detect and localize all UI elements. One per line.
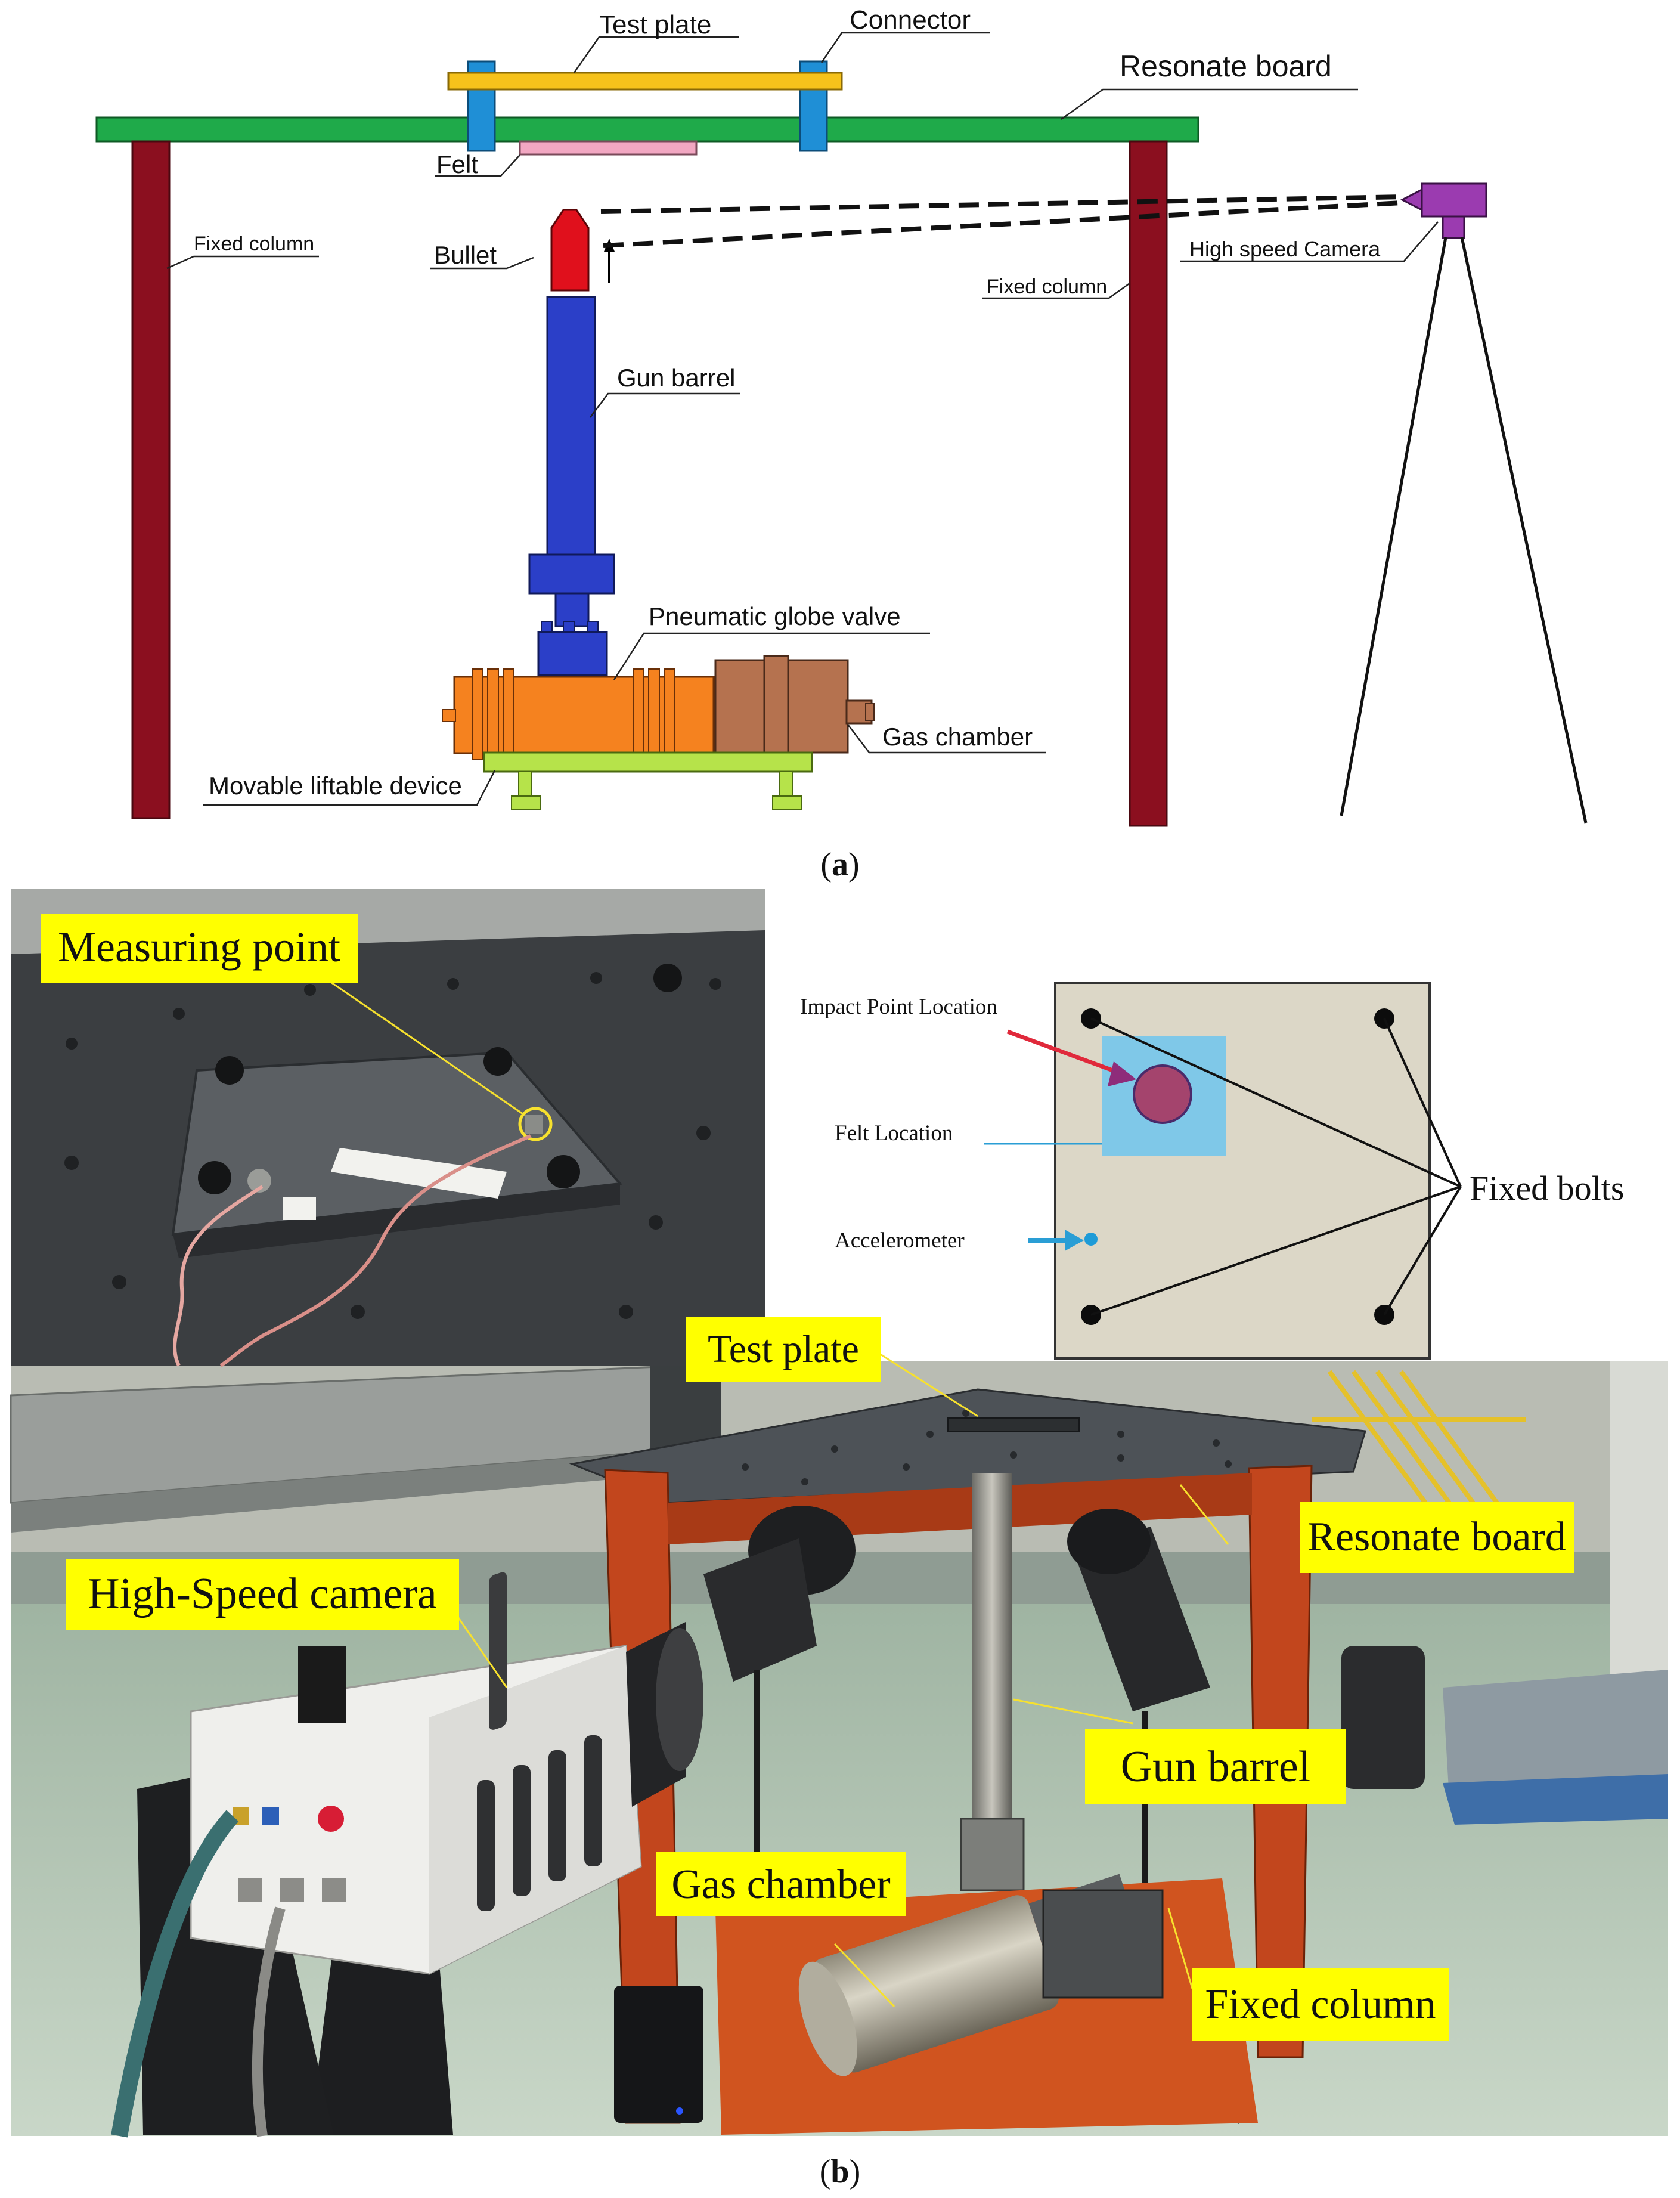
svg-text:High-Speed camera: High-Speed camera [88, 1569, 437, 1618]
label-fixed-column-left: Fixed column [194, 233, 314, 255]
label-fixed-bolts: Fixed bolts [1470, 1169, 1624, 1208]
measuring-point-photo [11, 889, 765, 1367]
test-plate-shape [447, 72, 843, 91]
high-speed-camera-photo [190, 1572, 703, 1975]
label-movable-liftable-device: Movable liftable device [209, 772, 462, 800]
setup-photo [10, 1361, 1668, 2138]
photo-label-gas-chamber: Gas chamber [656, 1852, 906, 1916]
label-fixed-column-right: Fixed column [987, 275, 1107, 298]
label-connector: Connector [850, 5, 971, 35]
svg-text:Test plate: Test plate [708, 1327, 859, 1371]
label-resonate-board: Resonate board [1120, 49, 1332, 83]
bullet-shape [550, 209, 590, 292]
label-impact-point-location: Impact Point Location [800, 995, 997, 1019]
svg-text:Gas chamber: Gas chamber [671, 1862, 890, 1908]
movable-liftable-device-shape [483, 751, 813, 773]
label-test-plate: Test plate [599, 10, 711, 39]
photo-label-fixed-column: Fixed column [1192, 1968, 1449, 2041]
gun-barrel-shape [546, 296, 596, 556]
camera-sight-line-bottom [603, 200, 1403, 248]
label-high-speed-camera: High speed Camera [1189, 237, 1381, 261]
camera-sight-line-top [600, 194, 1403, 214]
panel-a-schematic: Test plate Connector Resonate board Felt… [95, 5, 1588, 883]
caption-a: (a) [820, 846, 859, 883]
label-felt-location: Felt Location [835, 1121, 953, 1146]
svg-text:Gun barrel: Gun barrel [1121, 1742, 1310, 1791]
svg-text:Resonate board: Resonate board [1307, 1514, 1566, 1560]
left-fixed-column-shape [131, 140, 171, 819]
plate-schematic: Impact Point Location Felt Location Acce… [765, 889, 1668, 1361]
accelerometer-dot [1084, 1233, 1098, 1246]
label-bullet: Bullet [434, 241, 497, 269]
panel-b: Impact Point Location Felt Location Acce… [10, 889, 1668, 2190]
label-gas-chamber: Gas chamber [882, 723, 1033, 751]
photo-label-high-speed-camera: High-Speed camera [66, 1559, 459, 1630]
tripod-left-leg [1340, 237, 1447, 816]
resonate-board-shape [95, 116, 1199, 143]
tripod-right-leg [1460, 237, 1588, 824]
camera-lens-shape [1400, 188, 1423, 212]
svg-text:Measuring point: Measuring point [58, 923, 340, 971]
label-felt: Felt [436, 150, 478, 178]
label-gun-barrel: Gun barrel [617, 364, 735, 392]
label-accelerometer: Accelerometer [835, 1228, 965, 1253]
label-pneumatic-globe-valve: Pneumatic globe valve [649, 602, 901, 630]
caption-b: (b) [820, 2153, 860, 2190]
photo-label-gun-barrel: Gun barrel [1085, 1729, 1346, 1804]
high-speed-camera-shape [1421, 182, 1487, 218]
svg-text:Fixed column: Fixed column [1205, 1982, 1436, 2027]
felt-shape [519, 140, 698, 156]
impact-point [1133, 1064, 1192, 1124]
right-fixed-column-shape [1129, 140, 1168, 827]
photo-label-resonate-board: Resonate board [1300, 1502, 1574, 1573]
photo-label-test-plate: Test plate [686, 1317, 881, 1382]
photo-label-measuring-point: Measuring point [41, 914, 358, 983]
